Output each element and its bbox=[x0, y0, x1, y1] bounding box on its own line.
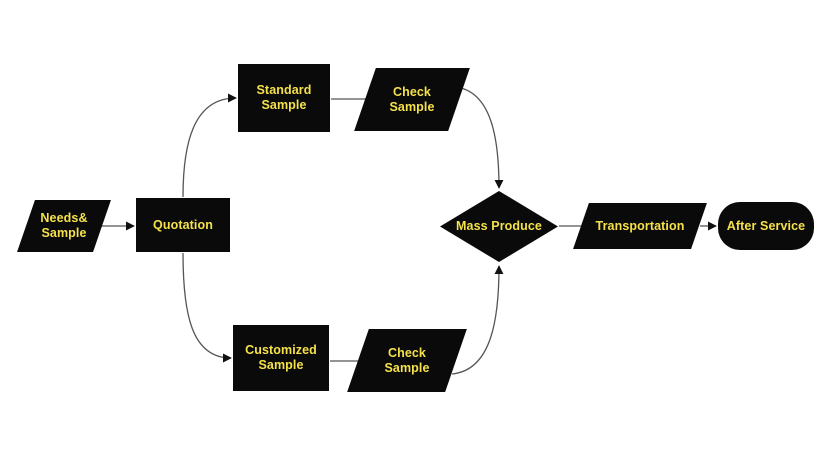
edge-check-top-to-mass-produce bbox=[455, 86, 504, 189]
node-quotation[interactable]: Quotation bbox=[136, 198, 230, 252]
edge-check-bottom-to-mass-produce bbox=[451, 265, 504, 375]
edge-quotation-to-customized bbox=[182, 252, 232, 363]
node-label: After Service bbox=[726, 218, 806, 233]
node-label: Needs& Sample bbox=[40, 211, 88, 240]
node-transportation[interactable]: Transportation bbox=[573, 203, 707, 249]
node-check-sample-standard[interactable]: Check Sample bbox=[354, 68, 470, 131]
node-needs-sample[interactable]: Needs& Sample bbox=[17, 200, 111, 252]
node-mass-produce[interactable]: Mass Produce bbox=[440, 191, 558, 262]
node-customized-sample[interactable]: Customized Sample bbox=[233, 325, 329, 391]
node-after-service[interactable]: After Service bbox=[718, 202, 814, 250]
node-label: Standard Sample bbox=[256, 83, 312, 112]
edge-quotation-to-standard bbox=[182, 93, 237, 198]
node-label: Customized Sample bbox=[245, 343, 317, 372]
node-label: Check Sample bbox=[389, 84, 435, 114]
node-label: Mass Produce bbox=[456, 219, 542, 234]
node-label: Check Sample bbox=[384, 345, 430, 375]
node-standard-sample[interactable]: Standard Sample bbox=[238, 64, 330, 132]
node-label: Quotation bbox=[153, 217, 213, 232]
node-check-sample-customized[interactable]: Check Sample bbox=[347, 329, 467, 392]
node-label: Transportation bbox=[595, 218, 685, 233]
